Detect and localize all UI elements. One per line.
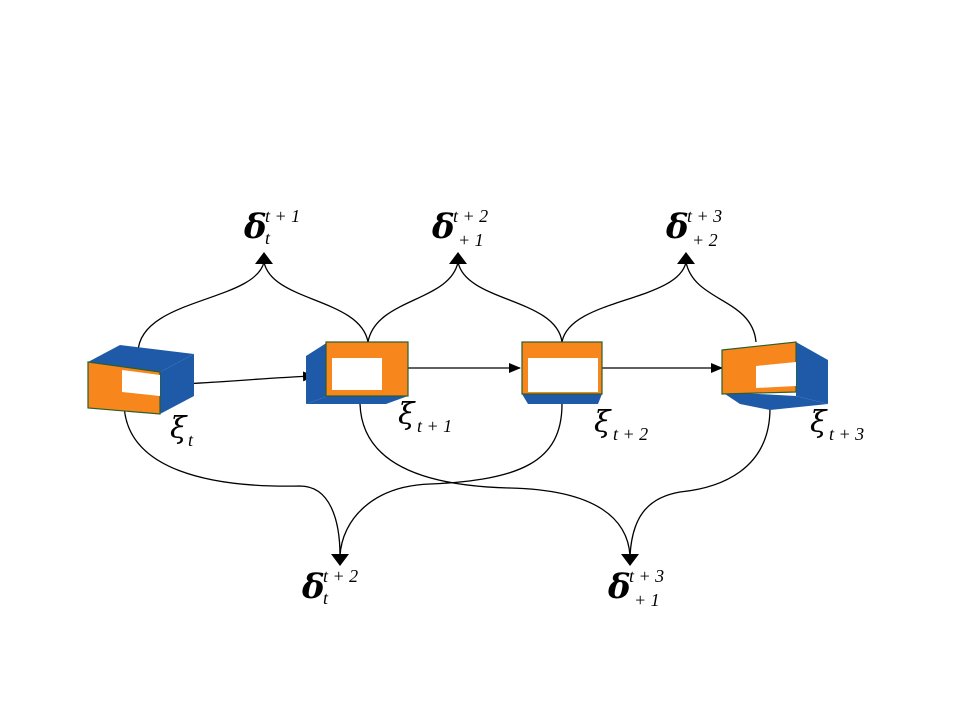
delta-superscript: t + 3 [629, 566, 664, 586]
xi-subscript: t + 3 [829, 424, 864, 444]
box-side-face [160, 354, 194, 414]
box-side-face [796, 342, 828, 404]
arc-xi-t3-to-delta-t1-t3 [629, 407, 771, 557]
box-window [756, 362, 796, 388]
upper-arcs [137, 252, 757, 353]
box-bottom-face [306, 396, 408, 404]
xi-subscript: t [188, 430, 194, 450]
label-xi-t: ξ t [170, 411, 194, 450]
delta-superscript: t + 3 [687, 206, 722, 226]
label-delta-t1-t3: δ t + 3 + 1 [607, 566, 664, 610]
delta-symbol: δ [431, 207, 455, 247]
xi-subscript: t + 1 [417, 416, 452, 436]
label-xi-t1: ξ t + 1 [398, 397, 452, 436]
state-box-xi-t2 [521, 341, 603, 404]
arc-xi-t2-to-delta-t-t2 [339, 403, 563, 557]
xi-symbol: ξ [170, 411, 188, 446]
arc-xi-t2-to-delta-t1-t2 [457, 261, 563, 343]
box-window [332, 358, 382, 390]
arc-xi-t1-to-delta-t1-t2 [367, 261, 459, 343]
delta-symbol: δ [301, 567, 325, 607]
state-box-xi-t [87, 345, 194, 415]
xi-symbol: ξ [398, 397, 416, 432]
label-xi-t3: ξ t + 3 [810, 405, 864, 444]
label-xi-t2: ξ t + 2 [594, 405, 648, 444]
box-bottom-face [522, 394, 602, 404]
label-delta-t1-t2: δ t + 2 + 1 [431, 206, 488, 250]
state-box-xi-t3 [721, 341, 828, 410]
delta-symbol: δ [665, 207, 689, 247]
delta-superscript: t + 1 [265, 206, 300, 226]
arc-xi-t-to-delta-t-t1 [137, 261, 265, 353]
delta-symbol: δ [243, 207, 267, 247]
delta-subscript: + 1 [458, 230, 484, 250]
arc-xi-t1-to-delta-t-t1 [263, 261, 369, 343]
box-window [122, 370, 160, 396]
arc-xi-t1-to-delta-t1-t3 [359, 403, 631, 557]
xi-subscript: t + 2 [613, 424, 648, 444]
arrowhead-up-1 [255, 252, 273, 264]
xi-symbol: ξ [594, 405, 612, 440]
delta-subscript: t [323, 588, 329, 608]
arc-xi-t3-to-delta-t2-t3 [685, 261, 757, 343]
arrowhead-up-2 [449, 252, 467, 264]
delta-subscript: + 2 [692, 230, 718, 250]
box-back-face [306, 342, 328, 404]
arrow-xi-t-to-xi-t1 [179, 371, 315, 385]
arrowhead-down-1 [331, 554, 349, 566]
delta-subscript: + 1 [634, 590, 660, 610]
label-delta-t-t1: δ t + 1 t [243, 206, 300, 248]
arrowhead-up-3 [677, 252, 695, 264]
state-box-xi-t1 [306, 341, 409, 404]
box-bottom-face [722, 392, 828, 410]
chain-arrows [179, 363, 723, 385]
label-delta-t2-t3: δ t + 3 + 2 [665, 206, 722, 250]
delta-subscript: t [265, 228, 271, 248]
lower-arcs [123, 403, 771, 566]
xi-symbol: ξ [810, 405, 828, 440]
label-delta-t-t2: δ t + 2 t [301, 566, 358, 608]
box-window [528, 358, 598, 392]
arc-xi-t2-to-delta-t2-t3 [561, 261, 687, 343]
delta-superscript: t + 2 [453, 206, 488, 226]
delta-superscript: t + 2 [323, 566, 358, 586]
arc-xi-t-to-delta-t-t2 [123, 403, 341, 557]
arrowhead-down-2 [621, 554, 639, 566]
delta-symbol: δ [607, 567, 631, 607]
